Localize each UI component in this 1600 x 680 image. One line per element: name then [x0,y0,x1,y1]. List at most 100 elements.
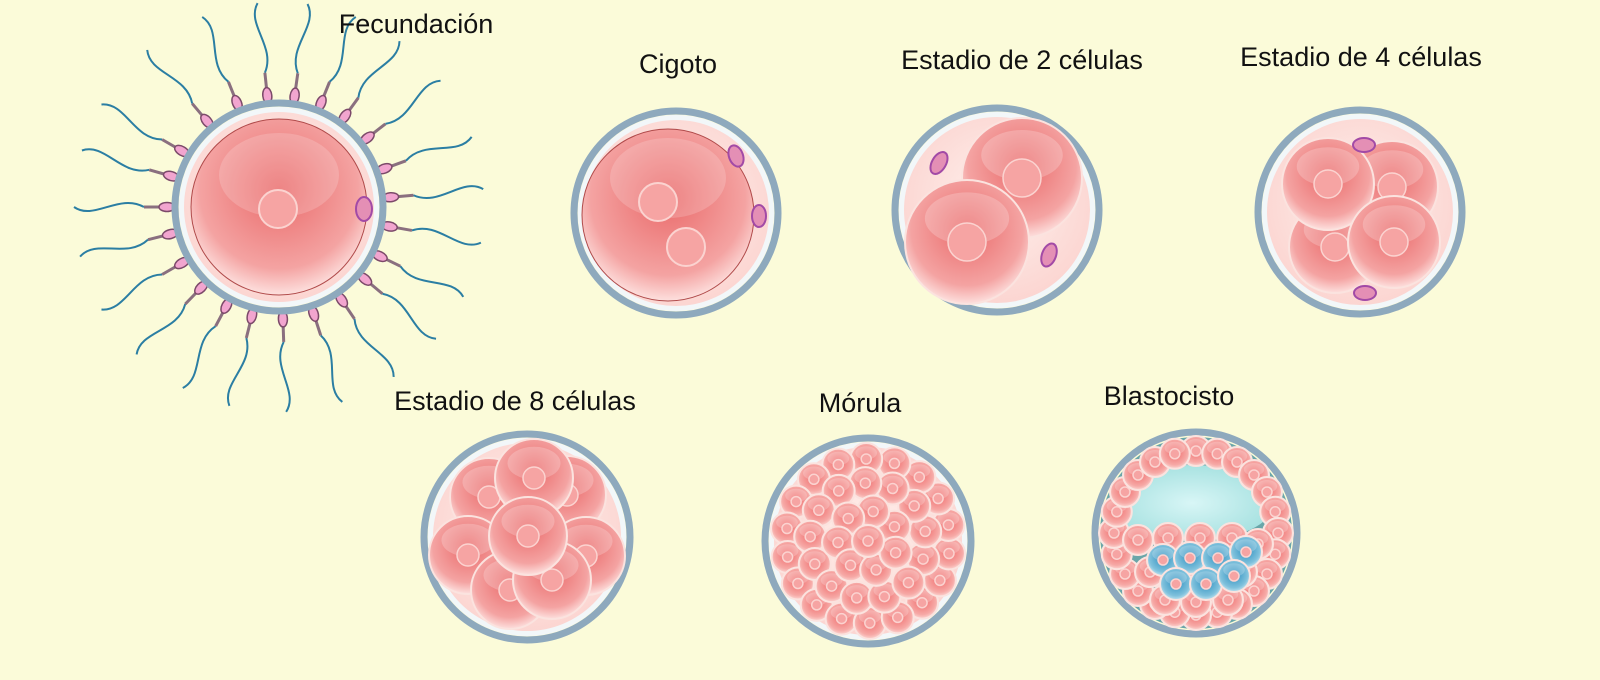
nucleus [916,596,928,609]
nucleus [1212,552,1224,564]
cell-highlight [883,450,906,465]
sperm [289,3,311,105]
nucleus [1132,469,1144,481]
nucleus [862,535,874,547]
nucleus [832,485,845,497]
sperm-tail [279,341,291,413]
sperm [79,228,179,258]
nucleus [850,592,863,604]
blastocyst [1091,428,1301,638]
nucleus [1200,578,1212,590]
sperm-tail [135,303,187,355]
sperm-tail [399,265,465,298]
nucleus [825,580,838,592]
zona-pellucida [420,430,634,644]
cell-highlight [827,529,849,544]
blastomere-4 [1347,195,1441,289]
cell-highlight [807,497,830,511]
cell-highlight [785,488,807,503]
cell-highlight [1235,539,1257,553]
cell-highlight [799,523,822,538]
cell-highlight [845,585,868,599]
sperm [135,280,209,355]
nucleus [1211,448,1223,460]
nucleus [878,590,891,603]
morula-cell [852,606,887,640]
cell-highlight [441,523,495,557]
sperm-tail [101,103,163,141]
nucleus [1313,169,1343,199]
nucleus [1132,534,1144,546]
sperm [277,310,291,413]
nucleus [908,500,920,512]
nucleus [919,525,931,538]
nucleus [1108,527,1120,539]
morula-cell [839,580,874,615]
morula-cell [878,535,913,570]
label-two-cell: Estadio de 2 células [901,45,1143,75]
nucleus [889,546,902,559]
trophoblast-cell [1100,495,1133,528]
nucleus [1269,506,1281,518]
sperm-cells [73,2,484,413]
nucleus [859,477,872,489]
morula [761,434,975,648]
cell-highlight [501,504,555,538]
nucleus [804,530,816,543]
nucleus [1169,448,1181,460]
nucleus [781,551,794,563]
inner-cell [1122,524,1154,556]
label-fertilization: Fecundación [338,9,494,39]
nucleus [810,599,823,611]
nucleus [809,558,821,570]
cell-highlight [1362,205,1426,244]
sperm [315,16,357,112]
eight-cell-embryo [420,430,634,644]
nucleus [1320,232,1350,262]
nucleus [832,536,844,549]
sperm [73,201,176,213]
cell-highlight [903,493,926,507]
nucleus [1162,532,1174,544]
nucleus [888,457,901,470]
cell-highlight [884,539,907,554]
cell-highlight [776,544,799,558]
male-pronucleus [638,182,678,222]
sperm-tail [226,337,249,407]
sperm-tail [382,292,437,340]
cell-highlight [937,512,960,526]
nucleus [1248,585,1260,597]
blastomere-8 [488,496,568,576]
four-cell-embryo [1254,106,1466,318]
trophoblast-cell [1262,517,1294,549]
nucleus [886,482,899,495]
sperm [253,2,273,105]
cell-highlight [839,552,862,566]
zona-pellucida [1091,428,1301,638]
sperm [371,249,465,298]
nucleus [891,611,904,624]
sperm [201,16,243,112]
cell-highlight [837,505,860,520]
nucleus [1170,578,1182,590]
sperm [182,297,233,389]
label-zygote: Cigoto [638,49,718,79]
cell-highlight [776,515,798,530]
nucleus [1379,227,1409,257]
nucleus [1222,594,1234,606]
morula-cell [848,466,883,501]
cell-highlight [881,475,904,490]
nucleus [942,519,955,531]
nucleus [1132,585,1144,597]
sperm [226,307,258,407]
sperm [375,136,473,175]
nucleus [832,458,845,471]
sperm-tail [294,3,311,74]
nucleus [1111,506,1123,518]
polar-body [1352,137,1376,153]
zona-pellucida [1254,106,1466,318]
sperm [380,221,482,246]
cell-highlight [854,470,877,484]
sperm-tail [328,16,357,83]
